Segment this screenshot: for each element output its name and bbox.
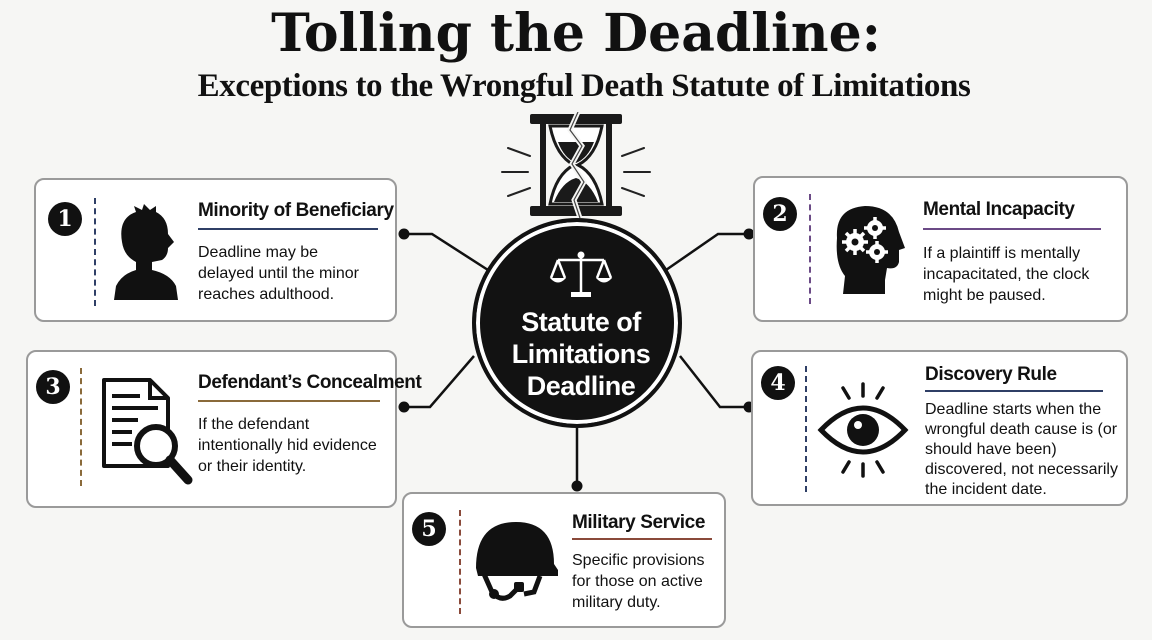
- page-subtitle: Exceptions to the Wrongful Death Statute…: [197, 68, 971, 104]
- card-title-underline: [572, 538, 712, 540]
- card-divider: [809, 194, 811, 304]
- center-label: Statute of Limitations Deadline: [476, 306, 686, 402]
- card-description: Deadline starts when the wrongful death …: [925, 401, 1118, 498]
- center-label-line-3: Deadline: [526, 371, 636, 401]
- card-number-badge: 5: [412, 512, 446, 546]
- card-number-badge: 3: [36, 370, 70, 404]
- card-title: Mental Incapacity: [923, 199, 1075, 220]
- card-mental-incapacity: 2 Mental Incapacity If a plaintiff is me…: [753, 176, 1128, 322]
- card-title: Military Service: [572, 512, 706, 533]
- card-title-underline: [198, 400, 380, 402]
- card-title-underline: [198, 228, 378, 230]
- military-helmet-icon: [476, 522, 558, 601]
- card-title: Minority of Beneficiary: [198, 200, 394, 221]
- statute-of-limitations-circle: Statute of Limitations Deadline: [472, 218, 682, 428]
- card-description: Deadline may be delayed until the minor …: [198, 244, 359, 303]
- center-label-line-2: Limitations: [511, 339, 651, 369]
- card-number-badge: 1: [48, 202, 82, 236]
- card-description: Specific provisions for those on active …: [572, 552, 705, 611]
- scales-of-justice-icon: [549, 251, 613, 297]
- card-title-underline: [925, 390, 1103, 392]
- card-description: If the defendant intentionally hid evide…: [198, 416, 377, 475]
- document-magnifier-icon: [102, 378, 193, 485]
- card-title: Discovery Rule: [925, 364, 1057, 385]
- child-silhouette-icon: [114, 204, 178, 300]
- page-title: Tolling the Deadline:: [271, 3, 881, 64]
- broken-hourglass-icon: [501, 112, 651, 219]
- card-title-underline: [923, 228, 1101, 230]
- card-number-badge: 4: [761, 366, 795, 400]
- card-military-service: 5 Military Service Specific provisions f…: [402, 492, 726, 628]
- card-number-badge: 2: [763, 197, 797, 231]
- head-gears-icon: [836, 206, 905, 294]
- card-divider: [94, 198, 96, 306]
- card-divider: [805, 366, 807, 492]
- card-divider: [80, 368, 82, 486]
- eye-icon: [817, 382, 909, 478]
- card-defendants-concealment: 3 Defendant’s Concealment If the defenda…: [26, 350, 422, 508]
- card-description: If a plaintiff is mentally incapacitated…: [923, 245, 1090, 304]
- card-title: Defendant’s Concealment: [198, 372, 422, 393]
- card-minority-of-beneficiary: 1 Minority of Beneficiary Deadline may b…: [34, 178, 397, 322]
- card-discovery-rule: 4 Discovery Rule Deadline starts when th…: [751, 350, 1128, 506]
- card-divider: [459, 510, 461, 614]
- center-label-line-1: Statute of: [521, 307, 641, 337]
